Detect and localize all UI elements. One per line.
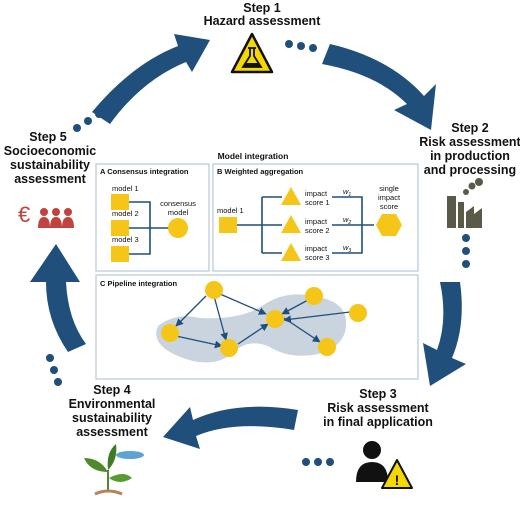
dots-step4-above [46, 354, 62, 386]
impact-score-3-label-b: score 3 [305, 253, 330, 262]
step5-number: Step 5 [29, 130, 67, 144]
pipeline-node [205, 281, 223, 299]
plant-icon [84, 444, 144, 496]
consensus-model-1-node [111, 194, 129, 210]
step5-line2: sustainability [10, 158, 90, 172]
step5-line3: assessment [14, 172, 86, 186]
step3-number: Step 3 [359, 387, 397, 401]
impact-score-3-label-a: impact [305, 244, 328, 253]
single-impact-score-label-2: impact [378, 193, 401, 202]
pipeline-nodes [161, 281, 367, 357]
weight-2-label: w2 [343, 215, 351, 226]
consensus-model-2-label: model 2 [112, 209, 139, 218]
step3-line1: Risk assessment [327, 401, 429, 415]
single-impact-score-label-3: score [380, 202, 398, 211]
step4-line1: Environmental [69, 397, 156, 411]
single-impact-score-node [376, 214, 402, 236]
step2-line3: and processing [424, 163, 516, 177]
impact-score-1-label-b: score 1 [305, 198, 330, 207]
dots-step1-right [285, 40, 317, 52]
step2-line2: in production [430, 149, 510, 163]
cycle-arrow-step1-to-step2 [322, 44, 436, 130]
step1-title: Hazard assessment [204, 14, 322, 28]
consensus-model-2-node [111, 220, 129, 236]
warning-mark: ! [395, 472, 400, 488]
cycle-arrow-step4-to-step5 [30, 244, 86, 352]
impact-score-2-label-a: impact [305, 217, 328, 226]
impact-score-1-node [281, 187, 301, 205]
consensus-header: A Consensus integration [100, 167, 189, 176]
step3-line2: in final application [323, 415, 433, 429]
dots-step2-below [462, 234, 470, 268]
hazard-flask-icon [230, 32, 274, 74]
consensus-model-label-2: model [168, 208, 189, 217]
pipeline-node [161, 324, 179, 342]
pipeline-header: C Pipeline integration [100, 279, 178, 288]
impact-score-2-label-b: score 2 [305, 226, 330, 235]
consensus-model-3-node [111, 246, 129, 262]
single-impact-score-label-1: single [379, 184, 399, 193]
impact-score-2-node [281, 215, 301, 233]
weighted-header: B Weighted aggregation [217, 167, 304, 176]
step4-line2: sustainability [72, 411, 152, 425]
cycle-arrow-step2-to-step3 [423, 282, 466, 386]
pipeline-node [220, 339, 238, 357]
step4-line3: assessment [76, 425, 148, 439]
pipeline-node [266, 310, 284, 328]
step4-number: Step 4 [93, 383, 131, 397]
pipeline-background-blob [156, 294, 347, 363]
pipeline-node [318, 338, 336, 356]
consensus-model-1-label: model 1 [112, 184, 139, 193]
dots-step3-left [302, 458, 334, 466]
weight-3-label: w3 [343, 243, 351, 254]
consensus-model-3-label: model 3 [112, 235, 139, 244]
euro-icon: € [18, 202, 30, 227]
consensus-model-label-1: consensus [160, 199, 196, 208]
cycle-arrow-step5-to-step1 [92, 34, 210, 124]
consensus-model-node [168, 218, 188, 238]
weighted-fork-connectors [237, 196, 282, 254]
step2-number: Step 2 [451, 121, 489, 135]
weighted-model-node [219, 217, 237, 233]
people-group-icon [38, 208, 74, 228]
weighted-merge-connectors [332, 196, 374, 254]
step5-line1: Socioeconomic [4, 144, 96, 158]
person-warning-icon: ! [356, 441, 413, 489]
pipeline-edges [175, 293, 351, 349]
consensus-connectors [129, 201, 170, 255]
weight-1-label: w1 [343, 187, 351, 198]
cycle-arrow-step3-to-step4 [163, 406, 298, 449]
step1-number: Step 1 [243, 1, 281, 15]
dots-step5-right [73, 110, 103, 132]
pipeline-node [305, 287, 323, 305]
factory-icon [447, 178, 483, 228]
model-integration-title: Model integration [218, 151, 289, 161]
weighted-model-label: model 1 [217, 206, 244, 215]
pipeline-node [349, 304, 367, 322]
impact-score-1-label-a: impact [305, 189, 328, 198]
step2-line1: Risk assessment [419, 135, 520, 149]
impact-score-3-node [281, 243, 301, 261]
